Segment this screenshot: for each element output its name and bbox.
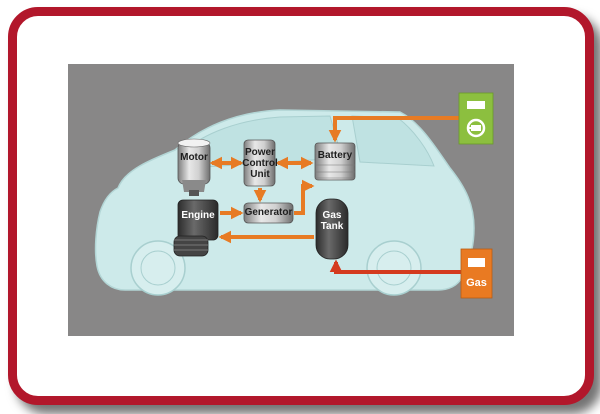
rear-wheel: [366, 240, 422, 296]
arrow-charger-battery: [328, 116, 459, 143]
front-wheel: [130, 240, 186, 296]
gas-fill-line: [329, 259, 461, 274]
pcu-label: Power Control Unit: [242, 147, 278, 180]
generator-label: Generator: [244, 207, 293, 218]
gas-station-label: Gas: [466, 277, 487, 289]
plug-icon: [466, 118, 486, 138]
battery-label: Battery: [317, 150, 353, 161]
arrow-generator-battery: [294, 179, 315, 215]
motor-label: Motor: [180, 152, 208, 163]
battery-component: [314, 142, 356, 181]
motor-component: [177, 138, 211, 196]
generator-component: [243, 202, 294, 224]
gas-tank-component: [315, 198, 349, 260]
gas-tank-label: Gas Tank: [320, 210, 344, 232]
power-control-unit: [243, 139, 276, 187]
engine-label: Engine: [181, 210, 215, 221]
gas-station: [460, 248, 493, 299]
energy-flow-arrows: [209, 116, 459, 244]
engine-component: [173, 199, 219, 257]
